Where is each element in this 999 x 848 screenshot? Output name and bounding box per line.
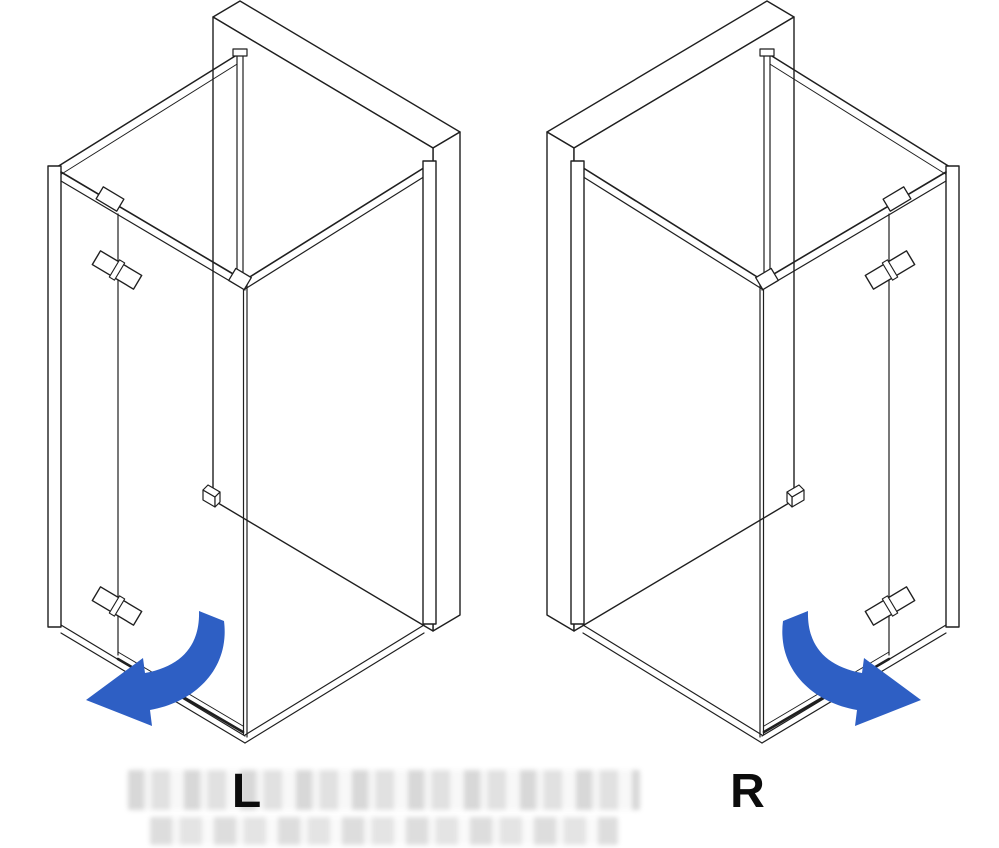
shower-enclosure-left-variant <box>46 0 462 745</box>
shower-enclosure-right-variant <box>545 0 961 745</box>
variant-label-left: L <box>231 765 263 818</box>
variant-label-right: R <box>730 765 766 818</box>
watermark-blur <box>150 817 618 845</box>
watermark-blur <box>128 770 640 810</box>
